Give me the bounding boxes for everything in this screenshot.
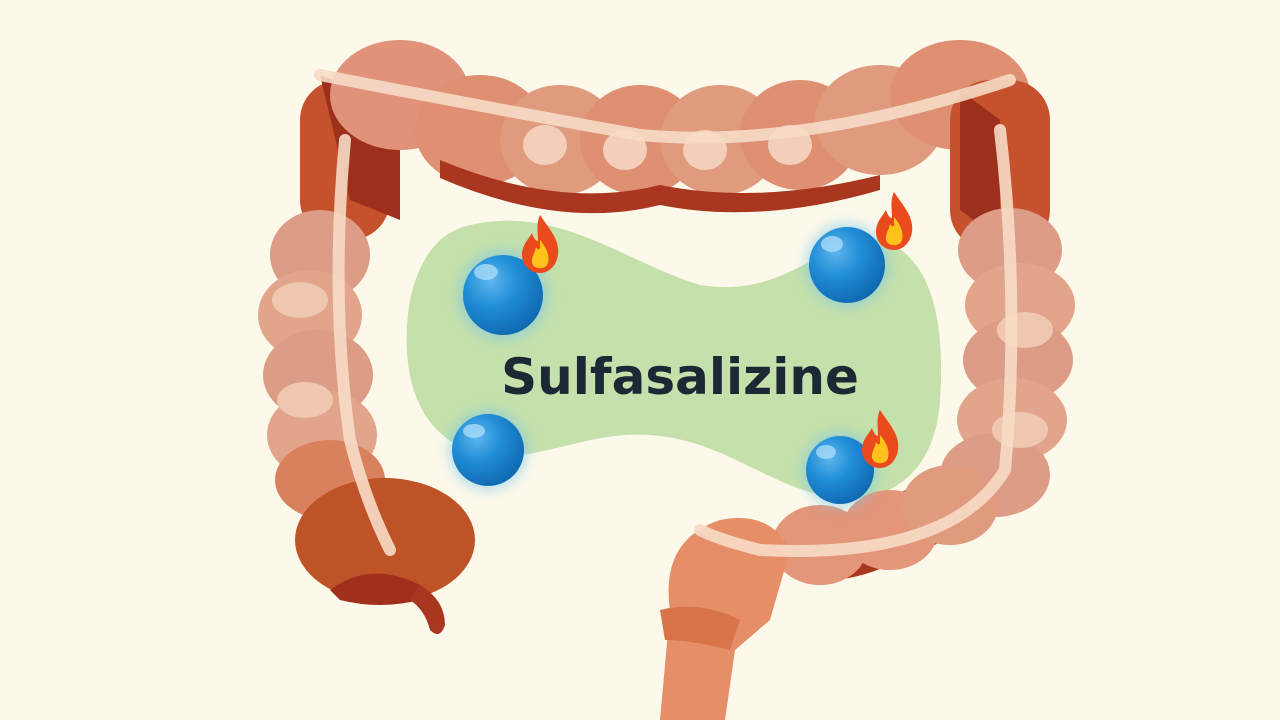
lumen-line (314, 69, 1018, 557)
cecum (295, 478, 475, 634)
descending-colon (940, 80, 1075, 517)
sphere-2 (805, 223, 889, 307)
sphere-4 (802, 432, 878, 508)
drug-name-title: Sulfasalizine (501, 348, 859, 406)
sphere-3 (448, 410, 528, 490)
sphere-1 (458, 250, 548, 340)
flame-icon (876, 192, 913, 250)
flame-icon (522, 215, 559, 273)
flame-icon (862, 410, 899, 468)
transverse-colon (330, 40, 1030, 214)
